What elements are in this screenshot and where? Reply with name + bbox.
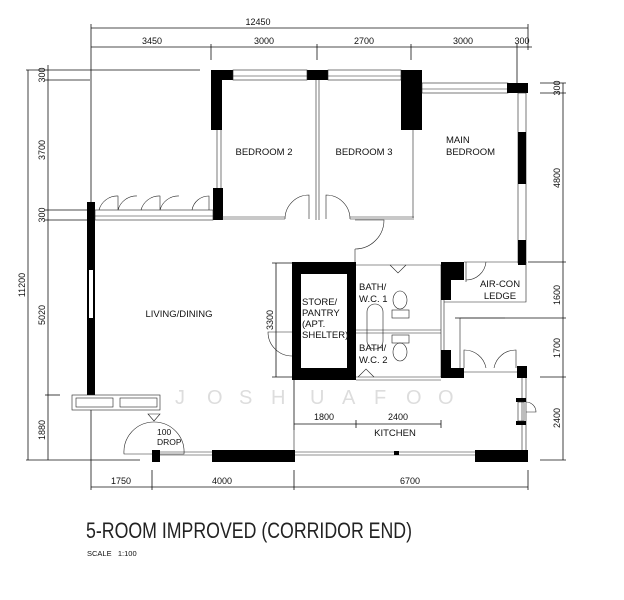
dim-top: 300 [514,36,529,46]
room-store: (APT. [302,319,325,330]
room-main-bedroom: MAIN [446,135,470,146]
refuse-chute: 100 [157,427,171,437]
dim-top: 3000 [254,36,274,46]
room-bath-1: BATH/ [359,282,387,293]
dim-right: 2400 [552,408,562,428]
room-labels: BEDROOM 2 BEDROOM 3 MAIN BEDROOM LIVING/… [145,135,520,447]
dim-inner: 1800 [314,412,334,422]
dim-top: 2700 [354,36,374,46]
room-aircon-ledge: LEDGE [484,291,516,302]
watermark-letter: A [342,387,356,409]
watermark-letter: S [239,387,252,409]
room-store: SHELTER) [302,330,348,341]
room-bath-2: W.C. 2 [359,355,388,366]
refuse-chute: DROP [157,437,182,447]
watermark-letter: J [175,387,185,409]
room-living-dining: LIVING/DINING [145,309,212,320]
watermark-letter: H [271,387,285,409]
dim-left: 300 [37,207,47,222]
dim-top: 3450 [142,36,162,46]
dim-right: 1700 [552,338,562,358]
dim-left: 1880 [37,420,47,440]
room-store: PANTRY [302,308,340,319]
dim-left: 5020 [37,305,47,325]
dim-store-height: 3300 [265,310,275,330]
watermark-letter: U [310,387,324,409]
dim-left-total: 11200 [17,273,27,297]
room-aircon-ledge: AIR-CON [480,279,520,290]
watermark-letter: O [406,387,422,409]
room-bath-2: BATH/ [359,343,387,354]
plan-title: 5-ROOM IMPROVED (CORRIDOR END) [86,518,412,543]
room-bedroom-2: BEDROOM 2 [235,147,292,158]
dim-left: 300 [37,67,47,82]
dim-inner: 2400 [388,412,408,422]
dimension-labels: 12450 3450 3000 2700 3000 300 11200 300 … [17,17,562,486]
dim-top: 3000 [453,36,473,46]
dim-bottom: 1750 [111,476,131,486]
room-store: STORE/ [302,297,338,308]
watermark: J O S H U A F O O [175,387,454,409]
room-main-bedroom: BEDROOM [446,147,495,158]
dim-bottom: 4000 [212,476,232,486]
dim-right: 300 [552,80,562,95]
room-bedroom-3: BEDROOM 3 [335,147,392,158]
dim-top-total: 12450 [245,17,270,27]
watermark-letter: O [438,387,454,409]
watermark-letter: O [207,387,223,409]
dim-left: 3700 [37,140,47,160]
room-kitchen: KITCHEN [374,428,416,439]
dim-right: 1600 [552,285,562,305]
watermark-letter: F [374,387,386,409]
plan-scale: SCALE 1:100 [87,549,137,558]
dim-right: 4800 [552,168,562,188]
dim-bottom: 6700 [400,476,420,486]
room-bath-1: W.C. 1 [359,294,388,305]
dimension-lines [26,24,566,490]
walls [71,69,537,462]
